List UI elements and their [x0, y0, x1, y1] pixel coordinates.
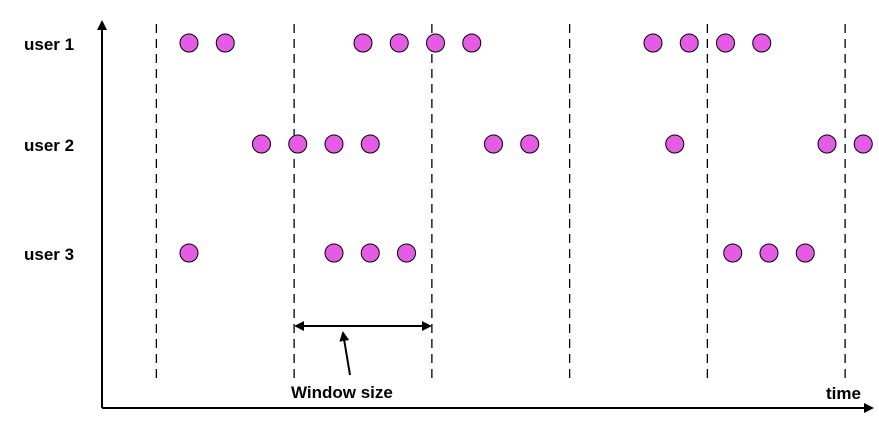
- event-user-2-6: [520, 134, 540, 154]
- event-user-3-5: [723, 243, 743, 263]
- event-user-2-4: [360, 134, 380, 154]
- event-user-1-1: [179, 33, 199, 53]
- event-user-1-7: [643, 33, 663, 53]
- event-user-3-6: [759, 243, 779, 263]
- window-boundaries: [155, 24, 846, 383]
- event-markers: [179, 33, 873, 263]
- row-label-user-3: user 3: [24, 245, 74, 264]
- event-user-2-3: [324, 134, 344, 154]
- event-user-1-10: [752, 33, 772, 53]
- event-user-1-2: [215, 33, 235, 53]
- event-user-1-9: [716, 33, 735, 53]
- x-axis-label: time: [826, 384, 861, 403]
- event-user-3-4: [397, 243, 416, 263]
- event-user-1-4: [389, 33, 409, 53]
- event-user-2-9: [853, 134, 873, 154]
- event-user-3-1: [179, 243, 199, 263]
- event-user-3-3: [360, 243, 380, 263]
- event-user-3-7: [795, 243, 815, 263]
- event-user-1-3: [353, 33, 373, 53]
- event-user-2-5: [484, 134, 503, 154]
- event-user-2-2: [288, 134, 308, 154]
- row-label-user-2: user 2: [24, 136, 74, 155]
- event-user-2-8: [817, 134, 837, 154]
- event-user-1-8: [679, 33, 699, 53]
- event-user-1-5: [426, 33, 445, 53]
- event-user-3-2: [324, 243, 344, 263]
- window-size-label: Window size: [291, 383, 393, 402]
- event-user-1-6: [462, 33, 482, 53]
- window-size-pointer-arrow: [339, 331, 351, 376]
- row-label-user-1: user 1: [24, 35, 74, 54]
- event-user-2-7: [665, 134, 685, 154]
- event-user-2-1: [252, 134, 271, 154]
